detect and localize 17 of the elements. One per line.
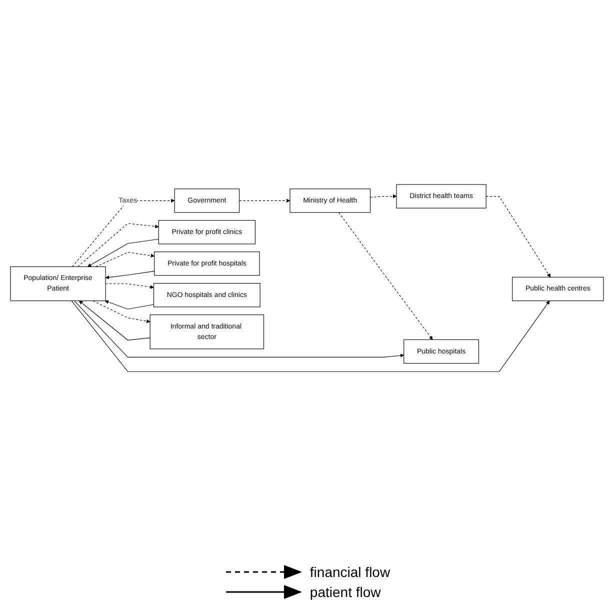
arrow bbox=[92, 300, 150, 323]
arrow bbox=[77, 223, 159, 267]
arrow bbox=[72, 198, 175, 267]
arrow bbox=[239, 198, 290, 203]
arrow bbox=[104, 300, 154, 310]
arrow bbox=[87, 238, 159, 267]
arrow bbox=[338, 212, 433, 340]
arrow bbox=[71, 300, 550, 372]
arrow bbox=[105, 283, 154, 289]
arrow bbox=[74, 300, 404, 358]
arrow bbox=[370, 194, 397, 198]
legend-label: patient flow bbox=[310, 584, 381, 600]
arrow bbox=[486, 196, 551, 278]
arrow bbox=[96, 252, 154, 267]
legend-label: financial flow bbox=[310, 564, 390, 580]
arrow bbox=[105, 270, 155, 280]
arrow bbox=[78, 300, 150, 340]
